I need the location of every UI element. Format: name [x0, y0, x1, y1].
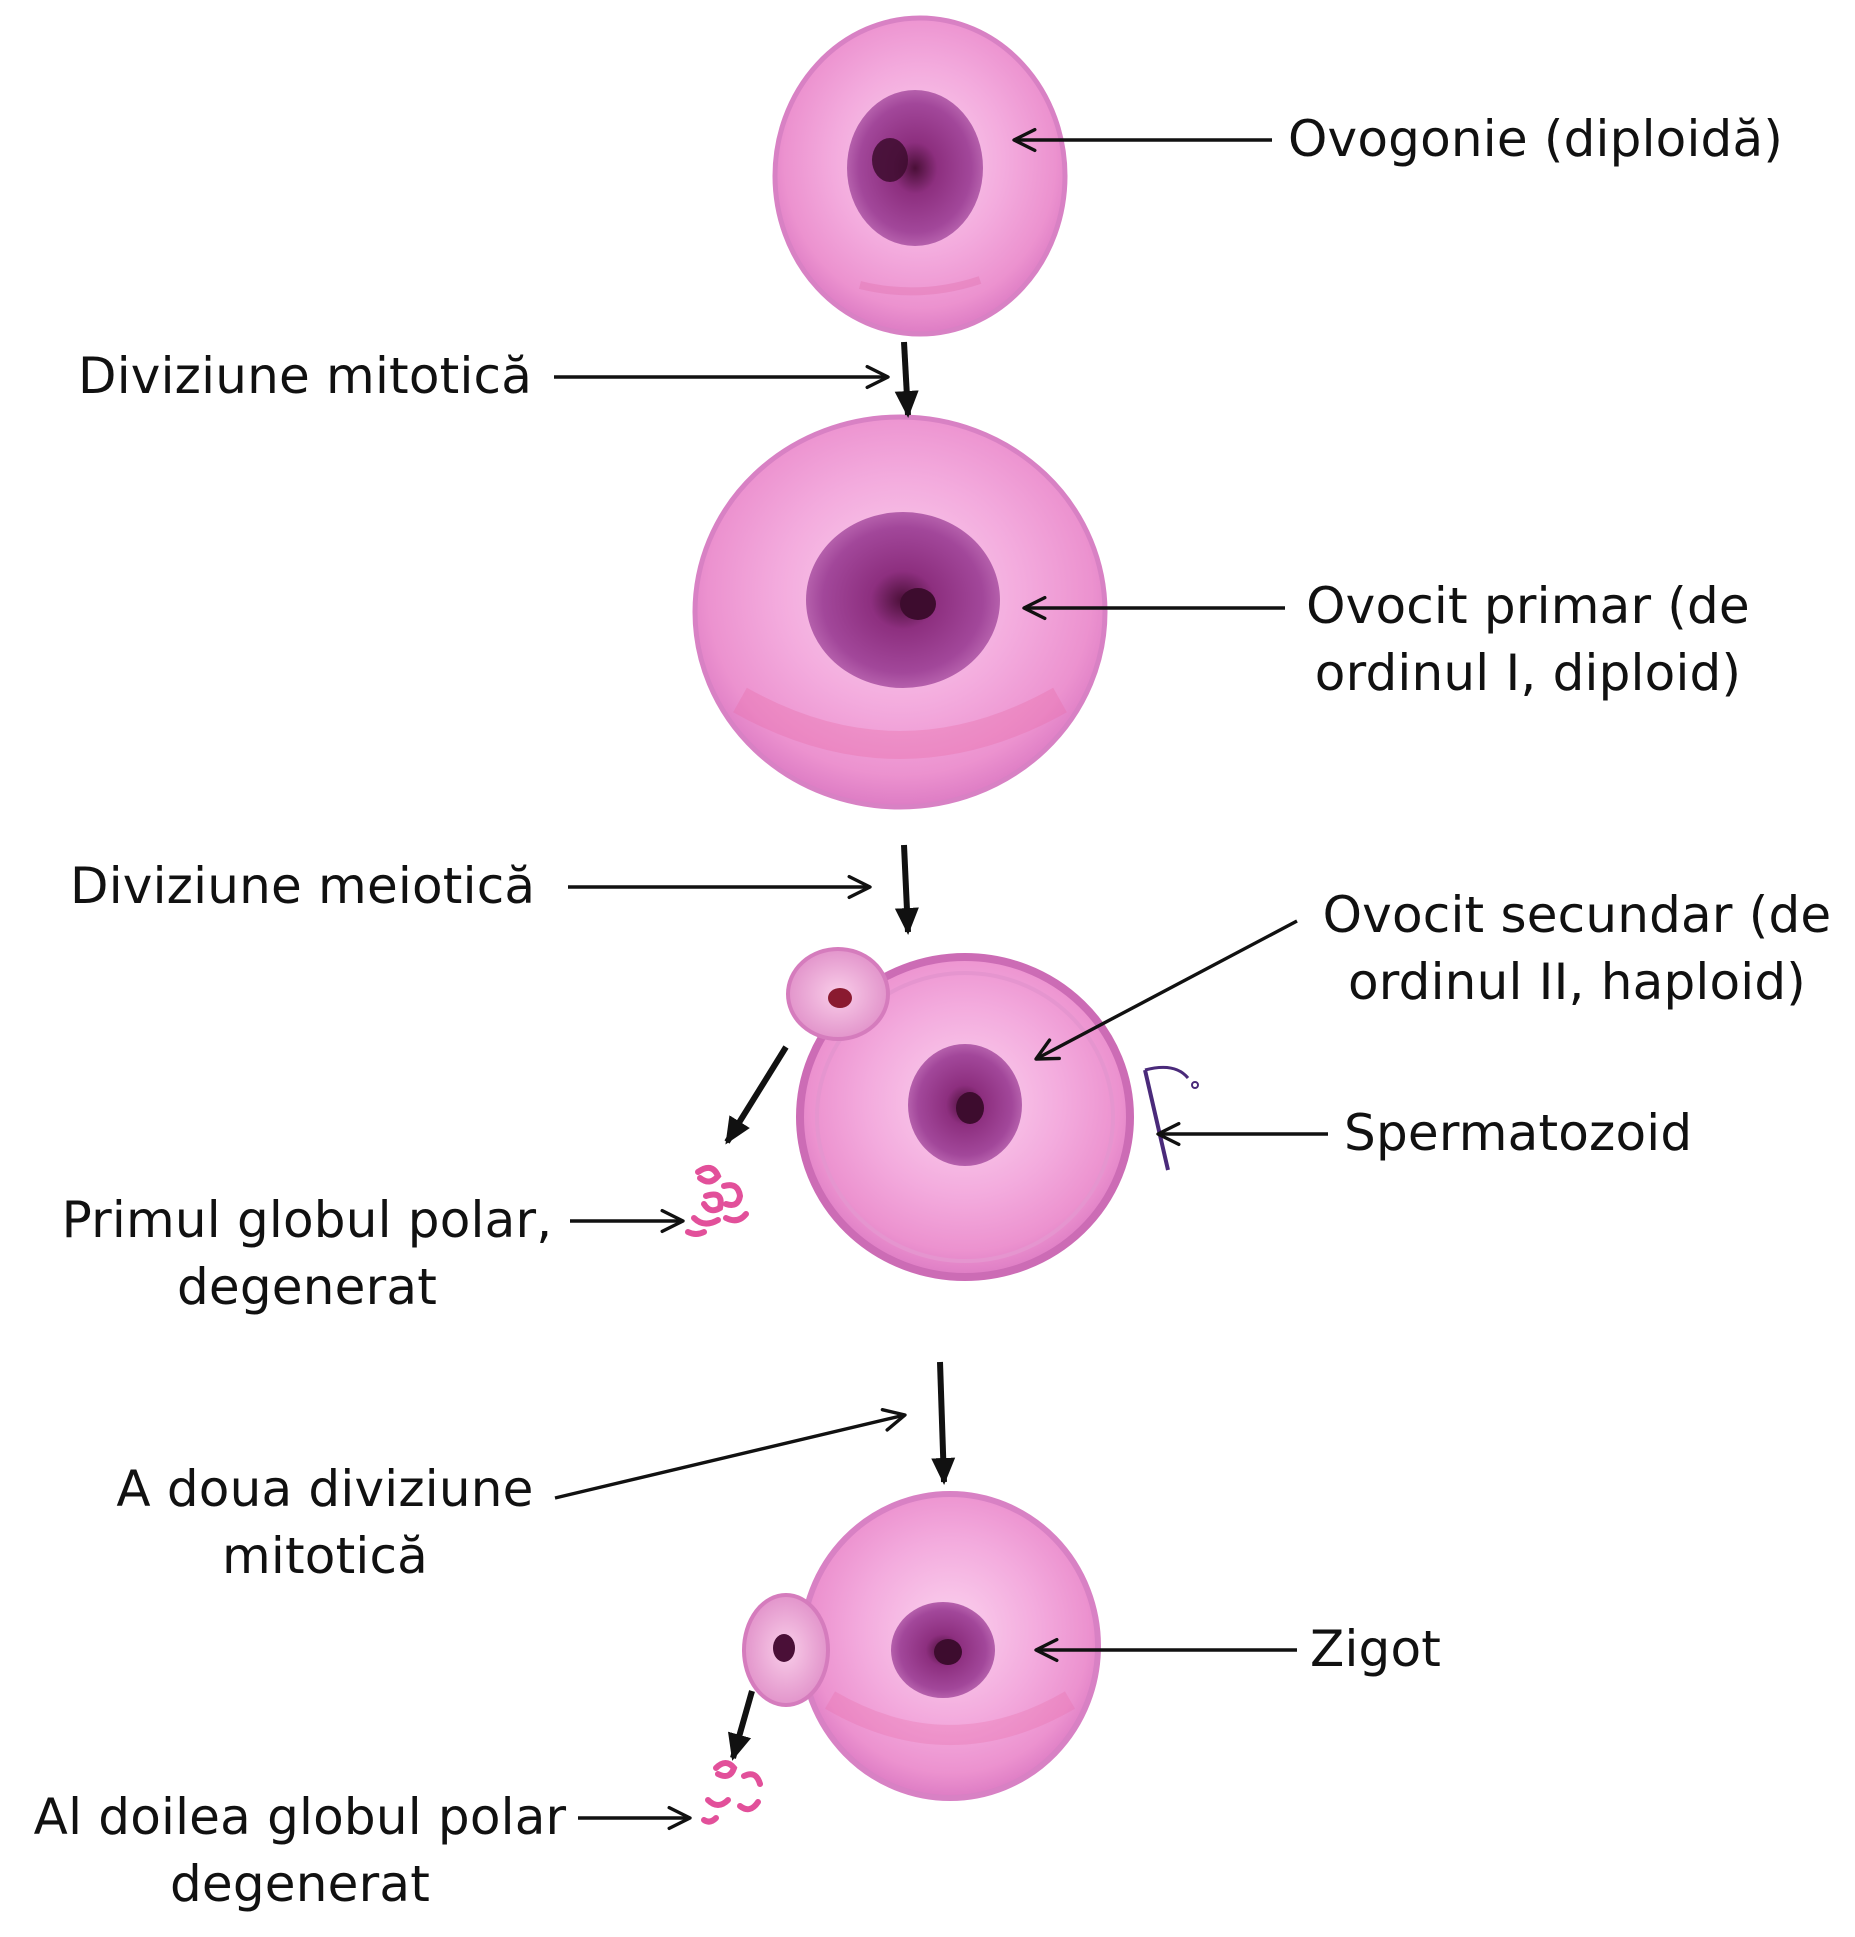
- label-diviziune-mitotica: Diviziune mitotică: [78, 347, 533, 405]
- label-a-doua-diviziune: A doua diviziune mitotică: [100, 1456, 550, 1590]
- label-al-doilea-globul-polar: Al doilea globul polar degenerat: [20, 1784, 580, 1918]
- label-a-doua-diviziune-line2: mitotică: [221, 1527, 429, 1585]
- pointer-a-doua-diviziune: [554, 1407, 907, 1500]
- arrow-down-3: [931, 1361, 956, 1485]
- label-al-doilea-globul-polar-line1: Al doilea globul polar: [33, 1788, 567, 1846]
- arrow-down-1: [894, 341, 919, 418]
- pointer-arrows: [554, 127, 1328, 1831]
- label-a-doua-diviziune-line1: A doua diviziune: [116, 1460, 534, 1518]
- label-ovocit-secundar-line2: ordinul II, haploid): [1347, 953, 1807, 1011]
- label-primul-globul-polar: Primul globul polar, degenerat: [52, 1187, 562, 1321]
- label-ovocit-secundar: Ovocit secundar (de ordinul II, haploid): [1312, 882, 1842, 1016]
- arrow-to-debris-2: [728, 1690, 755, 1761]
- second-polar-body: [742, 1593, 830, 1707]
- label-ovocit-primar-line1: Ovocit primar (de: [1306, 577, 1750, 635]
- arrow-to-debris-1: [724, 1045, 789, 1145]
- pointer-ovocit-secundar: [1034, 919, 1298, 1061]
- label-ovocit-secundar-line1: Ovocit secundar (de: [1322, 886, 1832, 944]
- ovogonie-nucleus: [847, 90, 983, 246]
- label-al-doilea-globul-polar-line2: degenerat: [169, 1855, 431, 1913]
- ovogonie-cell: [772, 15, 1068, 337]
- label-spermatozoid: Spermatozoid: [1344, 1104, 1693, 1162]
- arrow-down-2: [894, 844, 919, 935]
- ovocit-primar-cell: [692, 414, 1108, 810]
- process-arrows: [724, 341, 956, 1761]
- label-zigot: Zigot: [1310, 1620, 1442, 1678]
- label-primul-globul-polar-line2: degenerat: [176, 1258, 438, 1316]
- spermatozoid-shape: [1143, 1065, 1199, 1171]
- zigot-cell: [799, 1491, 1101, 1801]
- first-polar-body-debris: [685, 1164, 749, 1237]
- label-diviziune-meiotica: Diviziune meiotică: [70, 857, 536, 915]
- label-ovogonie: Ovogonie (diploidă): [1288, 110, 1784, 168]
- label-ovocit-primar: Ovocit primar (de ordinul I, diploid): [1298, 573, 1758, 707]
- ovocit-secundar-cell: [796, 953, 1134, 1281]
- label-ovocit-primar-line2: ordinul I, diploid): [1314, 644, 1742, 702]
- second-polar-body-debris: [701, 1760, 763, 1825]
- label-primul-globul-polar-line1: Primul globul polar,: [61, 1191, 553, 1249]
- first-polar-body: [786, 947, 890, 1041]
